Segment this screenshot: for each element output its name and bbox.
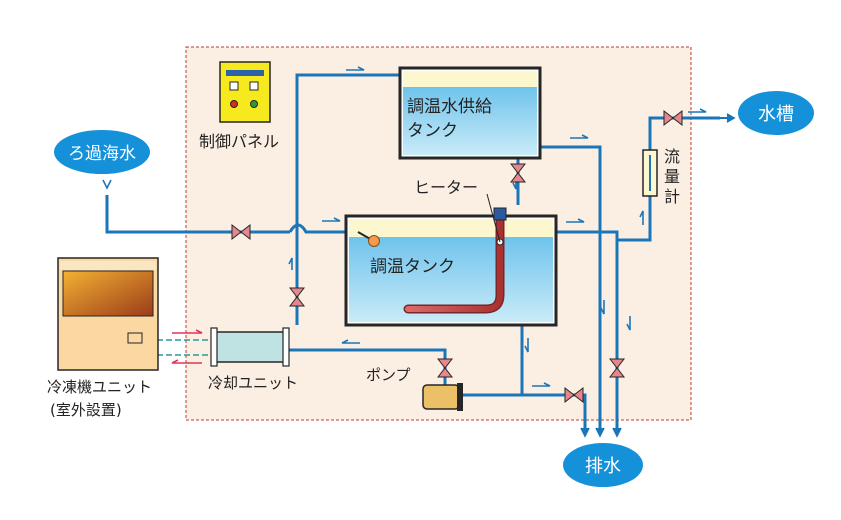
supply-tank [398,66,542,160]
pipe-pump-outlet [462,393,587,432]
valve-pump [436,358,454,378]
cooling-unit [210,327,290,367]
pipe-flowmeter-upper [648,116,720,150]
filtered-seawater-bubble [54,130,150,174]
pipe-seawater-inlet [105,195,290,234]
water-tank-bubble [738,91,814,135]
valve-seawater [231,223,251,241]
supply-tank-label-line2: タンク [407,121,458,141]
flowmeter [642,149,658,197]
valve-riser [288,287,306,307]
pipe-flowmeter-line [617,195,652,242]
refrigerant-lines [157,329,211,364]
valve-supply-outlet [509,163,527,183]
flowmeter-label-1: 流 [664,147,680,166]
pipe-crossover [288,223,358,234]
valve-overflow [608,358,626,378]
heater-element [403,193,507,314]
refrigerator-label-line2: (室外設置) [50,401,122,419]
pipe-supply-overflow [538,145,602,432]
pipe-riser-to-supply-tank [295,73,402,325]
control-panel-label: 制御パネル [199,132,279,151]
cooling-unit-label: 冷却ユニット [208,374,298,392]
valve-drain [564,386,584,404]
refrigerator-label-line1: 冷凍機ユニット [47,378,152,396]
pump [422,383,463,411]
drain-bubble [563,443,643,487]
temperature-tank-label: 調温タンク [370,257,455,277]
heater-label: ヒーター [414,178,478,197]
supply-tank-label-line1: 調温水供給 [407,97,492,117]
valve-water-tank [663,109,683,127]
refrigerator-unit [57,257,159,371]
float-switch [357,231,380,247]
flowmeter-label-2: 量 [664,167,680,186]
pipe-network [105,73,720,432]
drain-label: 排水 [585,456,621,477]
pump-label: ポンプ [366,366,411,384]
water-tank-label: 水槽 [758,104,794,125]
filtered-seawater-label: ろ過海水 [68,144,136,164]
flowmeter-label-3: 計 [664,187,680,206]
control-panel [219,61,271,123]
